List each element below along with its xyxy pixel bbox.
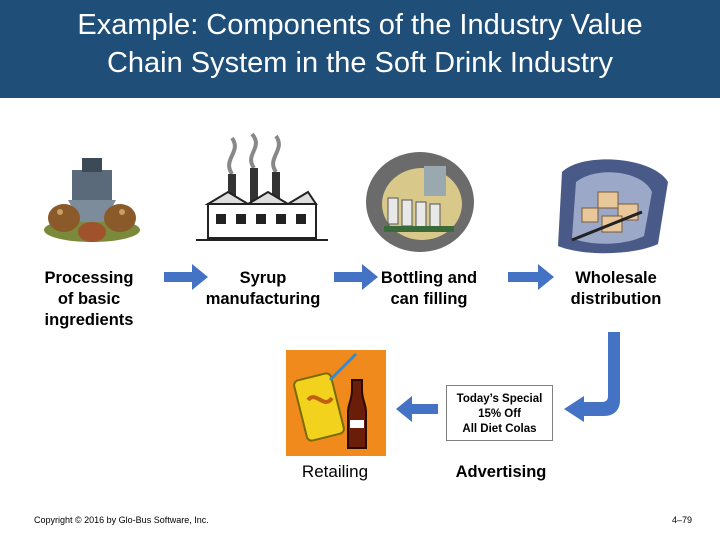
farm-produce-icon: [44, 158, 140, 242]
title-line-1: Example: Components of the Industry Valu…: [77, 9, 643, 41]
arrow-bottling-to-wholesale-icon: [508, 264, 554, 290]
factory-icon: [196, 132, 328, 241]
sign-line-3: All Diet Colas: [462, 423, 537, 435]
advertising-sign: Today’s Special 15% Off All Diet Colas: [446, 385, 553, 441]
stage-wholesale-line-2: distribution: [570, 290, 662, 308]
stage-syrup-line-2: manufacturing: [205, 290, 321, 308]
soda-drinks-icon: [286, 350, 386, 456]
stage-bottling-label: Bottling and can filling: [360, 268, 498, 310]
copyright-text: Copyright © 2016 by Glo-Bus Software, In…: [34, 515, 209, 525]
stage-processing-line-3: ingredients: [44, 311, 134, 329]
title-bar: [0, 0, 720, 98]
stage-wholesale-label: Wholesale distribution: [546, 268, 686, 310]
stage-bottling-line-1: Bottling and: [380, 269, 478, 287]
stage-syrup-line-1: Syrup: [239, 269, 287, 287]
arrow-syrup-to-bottling-icon: [334, 264, 378, 290]
stage-processing-line-2: of basic: [57, 290, 121, 308]
stage-processing-label: Processing of basic ingredients: [22, 268, 156, 331]
warehouse-icon: [558, 159, 668, 254]
stage-retailing-label: Retailing: [301, 462, 369, 481]
page-title: Example: Components of the Industry Valu…: [0, 6, 720, 82]
stage-advertising-label: Advertising: [455, 463, 547, 481]
arrow-wholesale-to-advertising-icon: [564, 332, 620, 422]
sign-line-1: Today’s Special: [456, 393, 543, 405]
stage-processing-line-1: Processing: [44, 269, 134, 287]
arrow-advertising-to-retailing-icon: [396, 396, 438, 422]
page-number: 4–79: [671, 515, 692, 525]
stage-wholesale-line-1: Wholesale: [575, 269, 657, 287]
title-line-2: Chain System in the Soft Drink Industry: [106, 47, 614, 79]
bottling-line-icon: [366, 152, 474, 252]
arrow-processing-to-syrup-icon: [164, 264, 208, 290]
sign-line-2: 15% Off: [478, 408, 521, 420]
stage-bottling-line-2: can filling: [390, 290, 468, 308]
stage-syrup-label: Syrup manufacturing: [188, 268, 338, 310]
